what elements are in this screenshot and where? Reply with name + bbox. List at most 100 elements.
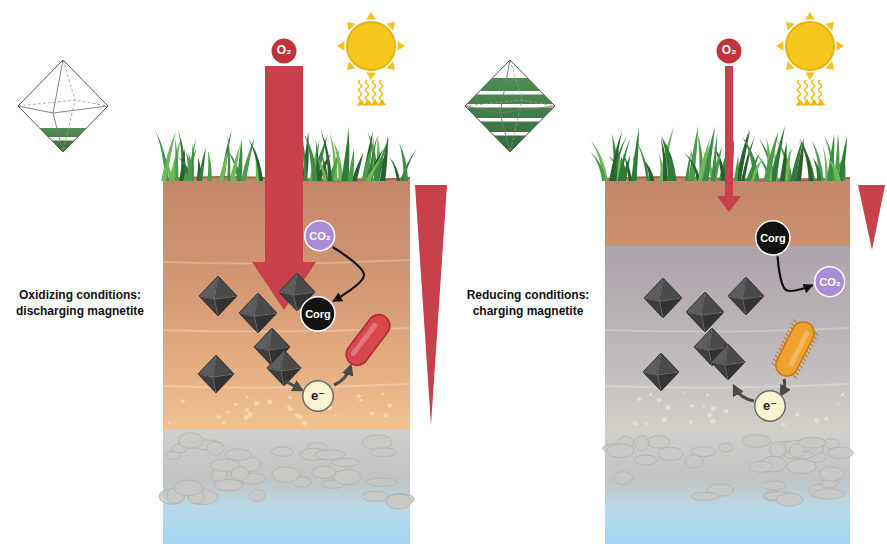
organic-carbon-circle: Corg <box>300 296 336 332</box>
pebble <box>689 420 693 424</box>
pebble <box>370 412 374 416</box>
gravel-stone <box>742 435 771 448</box>
grass-blade <box>617 138 630 181</box>
magnetite-crystal <box>694 328 730 366</box>
magnetite-crystal <box>644 278 682 318</box>
gravel-stone <box>635 436 649 451</box>
pebble <box>815 418 820 423</box>
electron-circle: e⁻ <box>754 390 786 422</box>
magnetite-crystal <box>199 276 237 316</box>
pebble <box>710 419 715 424</box>
pebble <box>226 410 229 413</box>
grass-blade <box>827 158 841 181</box>
cell-highlight <box>350 322 378 357</box>
sun-ray <box>366 73 376 80</box>
electron-transfer-arrow <box>782 379 785 393</box>
electron-circle: e⁻ <box>302 380 334 412</box>
electron-transfer-arrow <box>334 368 350 385</box>
sun <box>337 12 405 104</box>
grass-blade <box>684 152 701 181</box>
node-text: CO₂ <box>309 230 330 242</box>
pebble <box>234 403 237 406</box>
pebble <box>298 414 303 419</box>
bacterium <box>768 316 821 381</box>
sun-ray <box>398 41 405 51</box>
crystal-edge <box>694 328 730 366</box>
node-circle <box>305 221 335 251</box>
gravel-stone <box>225 449 251 460</box>
sunlight-ray <box>359 80 362 104</box>
pebble <box>388 403 392 407</box>
pebble <box>633 421 638 426</box>
node-text: O₂ <box>277 44 292 57</box>
grass-blade <box>685 152 691 181</box>
node-text: O₂ <box>722 44 737 57</box>
sun-ray <box>337 41 344 51</box>
groundwater-layer <box>163 505 410 544</box>
magnetite-crystal <box>198 355 234 393</box>
grass-blade <box>790 140 802 181</box>
pebble <box>711 406 716 411</box>
icon-outline <box>18 60 108 152</box>
gravel-stone <box>776 493 803 506</box>
bacterial-cell <box>342 310 394 370</box>
charge-stripe <box>460 132 560 136</box>
charge-stripe <box>460 91 560 95</box>
gravel-stone <box>607 444 635 458</box>
gravel-stone <box>658 447 683 460</box>
magnetite-crystal <box>686 292 724 332</box>
gravel-stone <box>332 458 360 466</box>
gravel-stone <box>819 467 844 481</box>
sunlight-ray <box>366 80 369 104</box>
grass-blade <box>186 151 193 181</box>
gravel-stone <box>647 436 669 448</box>
gravel-stone <box>828 447 854 458</box>
node-text: e⁻ <box>763 399 777 413</box>
grass-blade <box>241 137 255 181</box>
gravel-layer <box>605 430 850 510</box>
node-text: Corg <box>760 232 786 244</box>
crystal-edge <box>199 276 237 316</box>
grass-blade <box>711 134 717 181</box>
sunlight-ray <box>805 80 808 104</box>
layer-boundary <box>605 384 850 388</box>
pebble <box>168 422 171 425</box>
grass-blade <box>698 138 710 181</box>
gravel-stone <box>787 459 817 473</box>
grass-blade <box>315 156 327 181</box>
node-circle <box>716 38 743 65</box>
gravel-stone <box>370 448 396 457</box>
grass-blade <box>321 130 333 181</box>
sunlight-ray <box>380 80 383 104</box>
gravel-stone <box>362 435 392 450</box>
gravel-stone <box>334 470 361 485</box>
bacterial-pilus <box>793 319 798 323</box>
crystal-edge <box>711 344 745 380</box>
carbon-dioxide-circle: CO₂ <box>814 266 845 297</box>
pebble <box>683 391 685 393</box>
anoxic-soil-layer <box>605 246 850 430</box>
grass-blade <box>799 138 813 181</box>
node-circle <box>755 391 786 422</box>
sunlight-ray <box>798 80 801 104</box>
magnetite-charge-icon <box>460 60 560 156</box>
pebble <box>288 396 291 399</box>
grass-blade <box>229 145 240 181</box>
grass-blade <box>207 151 211 181</box>
electron-transfer-arrow <box>735 388 754 401</box>
grass-blade <box>304 134 317 181</box>
grass-blade <box>380 136 388 181</box>
gravel-layer <box>163 430 410 510</box>
gravel-stone <box>366 478 397 486</box>
node-text: e⁻ <box>311 389 325 403</box>
organic-carbon-circle: Corg <box>755 220 791 256</box>
grass-blade <box>827 134 835 181</box>
node-circle <box>271 38 298 65</box>
layer-boundary <box>163 384 410 388</box>
charge-fill <box>460 78 560 156</box>
gravel-stone <box>685 455 703 468</box>
cell-highlight <box>788 330 811 368</box>
pebble <box>247 412 252 417</box>
gravel-stone <box>231 467 249 481</box>
